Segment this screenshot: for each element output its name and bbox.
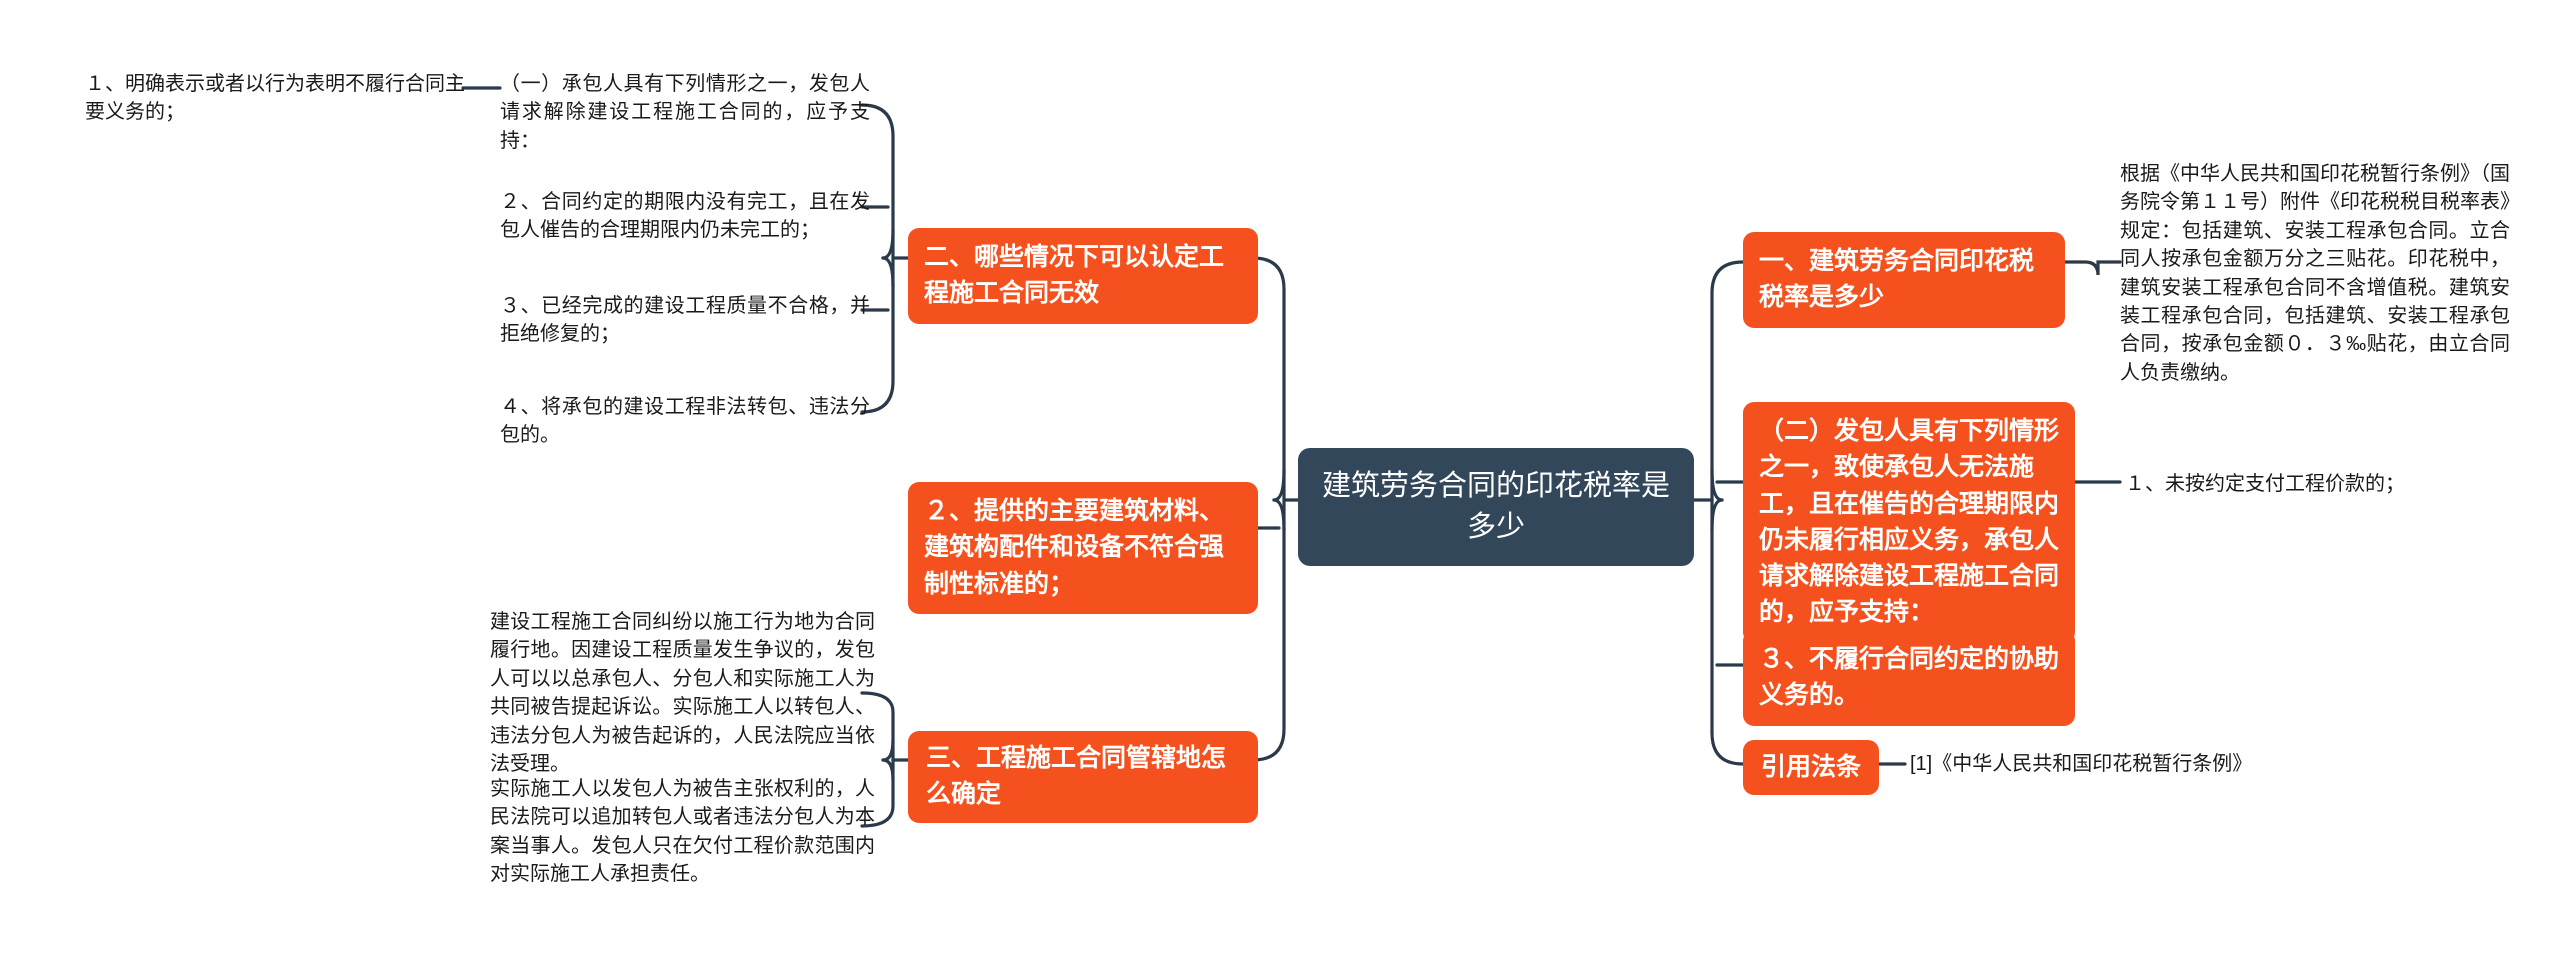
chip-right-branch-4[interactable]: 引用法条	[1743, 740, 1880, 796]
chip-left-branch-2[interactable]: ２、提供的主要建筑材料、建筑构配件和设备不符合强制性标准的；	[908, 482, 1258, 614]
leaf-l3c1: 建设工程施工合同纠纷以施工行为地为合同履行地。因建设工程质量发生争议的，发包人可…	[490, 611, 875, 775]
connector-right-spine-lower	[1710, 498, 1745, 766]
leaf-l3c2: 实际施工人以发包人为被告主张权利的，人民法院可以追加转包人或者违法分包人为本案当…	[490, 778, 875, 886]
chip-right-branch-3[interactable]: ３、不履行合同约定的协助义务的。	[1743, 630, 2075, 726]
connector-r1-child	[2063, 260, 2122, 276]
chip-left-branch-3[interactable]: 三、工程施工合同管辖地怎么确定	[908, 731, 1258, 823]
leaf-l1c3: ３、已经完成的建设工程质量不合格，并拒绝修复的；	[500, 295, 870, 346]
leaf-r4c1: [1]《中华人民共和国印花税暂行条例》	[1910, 753, 2253, 775]
chip-right-branch-1[interactable]: 一、建筑劳务合同印花税税率是多少	[1743, 232, 2065, 328]
root-node[interactable]: 建筑劳务合同的印花税率是多少	[1298, 448, 1694, 567]
leaf-l1c1: （一）承包人具有下列情形之一，发包人请求解除建设工程施工合同的，应予支持：	[500, 73, 870, 152]
leaf-l1c2: ２、合同约定的期限内没有完工，且在发包人催告的合理期限内仍未完工的；	[500, 191, 870, 242]
connector-right-spine-upper	[1710, 260, 1745, 502]
chip-right-branch-2[interactable]: （二）发包人具有下列情形之一，致使承包人无法施工，且在催告的合理期限内仍未履行相…	[1743, 402, 2075, 643]
leaf-l1c1g1: １、明确表示或者以行为表明不履行合同主要义务的；	[85, 73, 465, 124]
leaf-l1c4: ４、将承包的建设工程非法转包、违法分包的。	[500, 396, 870, 447]
leaf-r1c1: 根据《中华人民共和国印花税暂行条例》（国务院令第１１号）附件《印花税税目税率表》…	[2120, 163, 2510, 384]
chip-left-branch-1[interactable]: 二、哪些情况下可以认定工程施工合同无效	[908, 228, 1258, 324]
leaf-r2c1: １、未按约定支付工程价款的；	[2125, 473, 2405, 495]
